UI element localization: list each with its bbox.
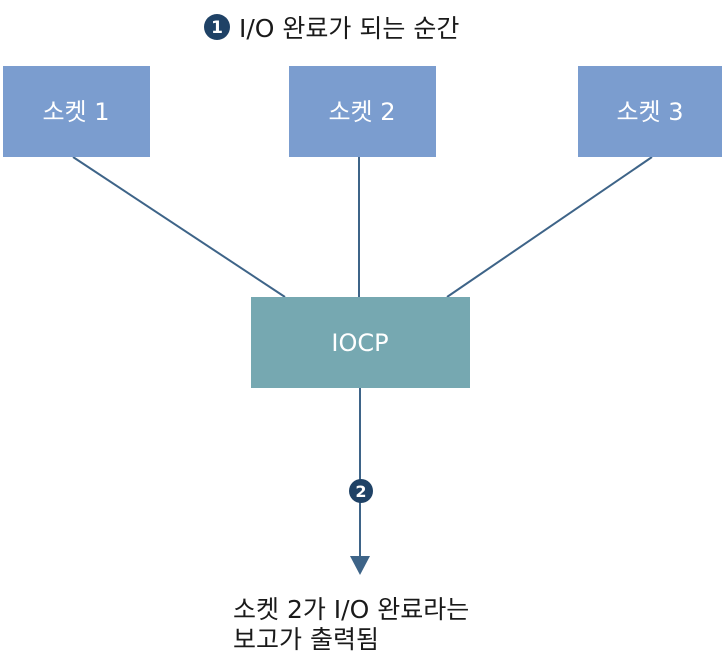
socket-1-box: 소켓 1 [3, 66, 150, 157]
step-1-heading: 1 I/O 완료가 되는 순간 [204, 14, 459, 43]
iocp-label: IOCP [331, 329, 388, 357]
step-2-badge: 2 [349, 479, 373, 503]
socket-2-label: 소켓 2 [328, 98, 395, 126]
step-1-badge [204, 14, 230, 40]
result-line-2: 보고가 출력됨 [233, 625, 379, 654]
socket-2-box: 소켓 2 [289, 66, 436, 157]
connector-socket-1 [72, 156, 286, 298]
step-2-badge-number: 2 [355, 482, 366, 501]
socket-1-label: 소켓 1 [42, 98, 109, 126]
step-1-caption: I/O 완료가 되는 순간 [239, 14, 459, 43]
connector-socket-3 [446, 156, 653, 298]
socket-3-label: 소켓 3 [616, 98, 683, 126]
iocp-box: IOCP [251, 297, 470, 388]
result-line-1: 소켓 2가 I/O 완료라는 [233, 595, 469, 624]
socket-3-box: 소켓 3 [578, 66, 722, 157]
step-1-badge-number: 1 [211, 18, 223, 38]
arrowhead-icon [350, 556, 370, 575]
